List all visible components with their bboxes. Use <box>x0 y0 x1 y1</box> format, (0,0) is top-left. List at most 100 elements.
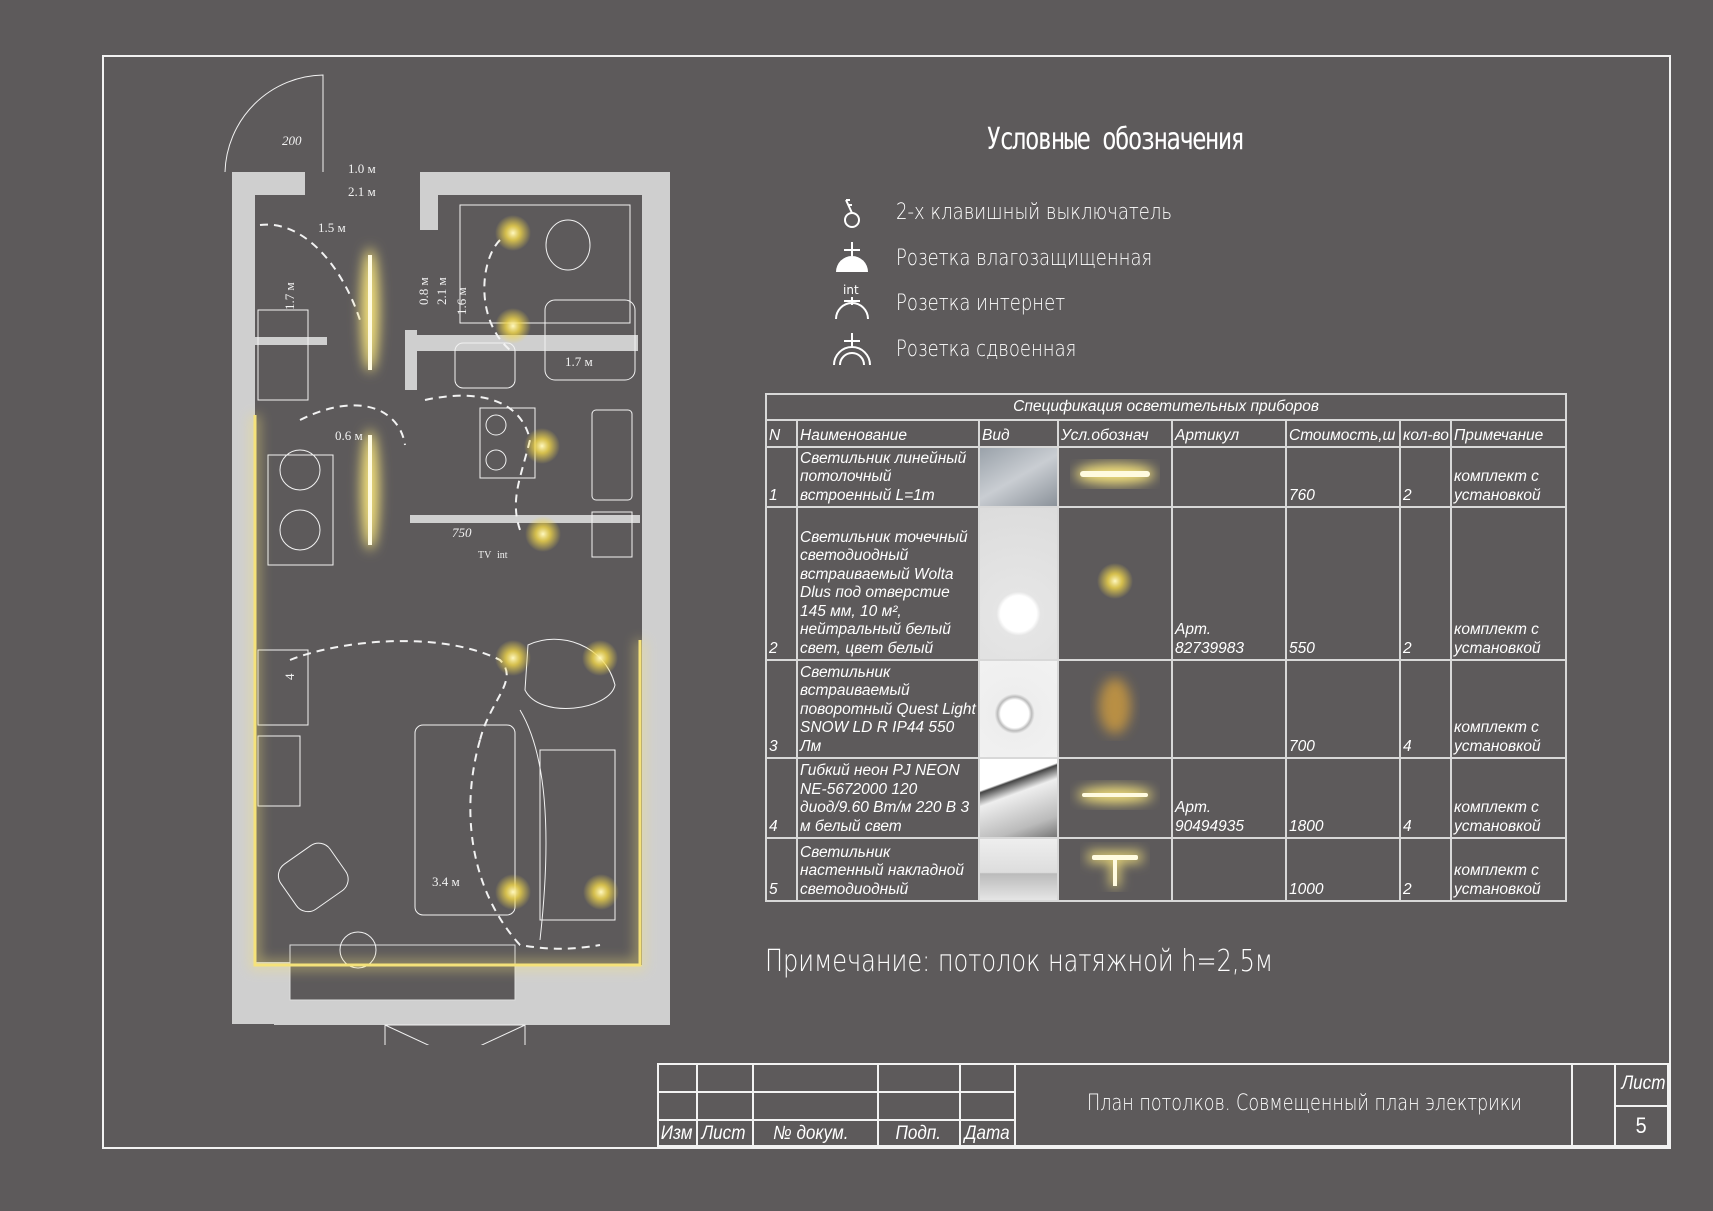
col-header: Стоимость,ш <box>1285 419 1401 448</box>
dim-door-height: 2.1 м <box>348 184 376 199</box>
dim-750: 750 <box>452 525 472 540</box>
legend-label: 2-х клавишный выключатель <box>896 199 1173 225</box>
switch-wiring <box>259 223 601 950</box>
cell-n: 3 <box>765 659 798 759</box>
dim-200: 200 <box>282 133 302 148</box>
double-socket-icon <box>833 333 871 366</box>
cell-name: Светильник настенный накладной светодиод… <box>796 837 980 902</box>
neon-light-symbol <box>1057 757 1173 839</box>
linear-light-symbol <box>1057 446 1173 508</box>
legend-label: Розетка сдвоенная <box>896 336 1077 362</box>
dim-bath-depth: 1.6 м <box>454 287 469 315</box>
cell-n: 1 <box>765 446 798 508</box>
sheet-title: План потолков. Совмещенный план электрик… <box>1087 1091 1522 1116</box>
cell-n: 5 <box>765 837 798 902</box>
col-header: Вид <box>978 419 1059 448</box>
cell-note: комплект с установкой <box>1449 446 1568 508</box>
cell-price: 760 <box>1285 446 1401 508</box>
dim-bath-door: 0.8 м <box>416 277 431 305</box>
legend-title: Условные обозначения <box>986 122 1246 157</box>
cell-name: Светильник точечный светодиодный встраив… <box>796 506 980 661</box>
cell-note: комплект с установкой <box>1449 757 1568 839</box>
legend-item-switch: 2-х клавишный выключатель <box>830 192 1233 232</box>
sheet-label: Лист <box>1621 1073 1666 1094</box>
cell-qty: 2 <box>1399 837 1452 902</box>
cell-note: комплект с установкой <box>1449 506 1568 661</box>
tb-label-list: Лист <box>701 1123 746 1144</box>
legend-item-double-socket: Розетка сдвоенная <box>830 329 1116 369</box>
cell-article: Арт. 90494935 <box>1171 757 1287 839</box>
col-header: Усл.обознач <box>1057 419 1173 448</box>
cell-qty: 4 <box>1399 659 1452 759</box>
spot-lights <box>495 215 619 910</box>
linear-lights <box>361 248 379 550</box>
socket-tv-label: TV <box>478 550 492 561</box>
cell-price: 700 <box>1285 659 1401 759</box>
dim-room-width: 3.4 м <box>432 874 460 889</box>
cell-n: 4 <box>765 757 798 839</box>
cell-article <box>1171 446 1287 508</box>
product-photo-neon <box>978 757 1059 839</box>
rotary-light-symbol <box>1057 659 1173 759</box>
cell-name: Светильник встраиваемый поворотный Quest… <box>796 659 980 759</box>
double-switch-icon <box>844 199 860 228</box>
col-header: Артикул <box>1171 419 1287 448</box>
col-header: Наименование <box>796 419 980 448</box>
cell-qty: 4 <box>1399 757 1452 839</box>
legend-label: Розетка интернет <box>896 290 1066 316</box>
cell-article: Арт. 82739983 <box>1171 506 1287 661</box>
cell-qty: 2 <box>1399 506 1452 661</box>
cell-article <box>1171 659 1287 759</box>
ceiling-note: Примечание: потолок натяжной h=2,5м <box>765 944 1273 979</box>
dim-door-width: 1.0 м <box>348 161 376 176</box>
floor-plan: 200 1.0 м 2.1 м 1.5 м 0.8 м 2.1 м 1.6 м … <box>224 74 670 1045</box>
col-header: N <box>765 419 798 448</box>
cell-qty: 2 <box>1399 446 1452 508</box>
cell-name: Гибкий неон PJ NEON NE-5672000 120 диод/… <box>796 757 980 839</box>
legend-item-internet-socket: int Розетка интернет <box>830 283 1102 323</box>
dim-hall-depth: 1.7 м <box>282 282 297 310</box>
dim-hall-width: 1.5 м <box>318 220 346 235</box>
product-photo-spot <box>978 506 1059 661</box>
drawing-frame <box>102 55 1671 1149</box>
spec-title: Спецификация осветительных приборов <box>764 393 1568 421</box>
dim-bath-height: 2.1 м <box>434 277 449 305</box>
product-photo-linear <box>978 446 1059 508</box>
tb-label-doc: № докум. <box>773 1123 849 1144</box>
tb-label-izm: Изм <box>660 1123 693 1144</box>
cell-price: 550 <box>1285 506 1401 661</box>
spot-light-symbol <box>1057 506 1173 661</box>
legend-label: Розетка влагозащищенная <box>896 245 1153 271</box>
cell-price: 1000 <box>1285 837 1401 902</box>
product-photo-rotary <box>978 659 1059 759</box>
cell-note: комплект с установкой <box>1449 837 1568 902</box>
tb-label-sign: Подп. <box>895 1123 942 1144</box>
dim-shower: 1.7 м <box>565 354 593 369</box>
cell-price: 1800 <box>1285 757 1401 839</box>
neon-strip <box>250 415 645 970</box>
tb-label-date: Дата <box>964 1123 1010 1144</box>
cell-note: комплект с установкой <box>1449 659 1568 759</box>
product-photo-wall <box>978 837 1059 902</box>
plan-linework <box>224 74 636 1045</box>
title-block: Изм Лист № докум. Подп. Дата План потолк… <box>657 1063 1669 1147</box>
legend-item-waterproof-socket: Розетка влагозащищенная <box>830 238 1208 278</box>
wall-light-symbol <box>1057 837 1173 902</box>
svg-text:int: int <box>843 283 859 297</box>
cell-article <box>1171 837 1287 902</box>
cell-name: Светильник линейный потолочный встроенны… <box>796 446 980 508</box>
dim-table: 0.6 м <box>335 428 363 443</box>
cell-n: 2 <box>765 506 798 661</box>
socket-int-label: int <box>497 550 508 561</box>
internet-socket-icon: int <box>835 283 869 320</box>
dim-room-depth: 4 <box>282 673 297 680</box>
waterproof-socket-icon <box>836 242 868 272</box>
col-header: Примечание <box>1449 419 1568 448</box>
